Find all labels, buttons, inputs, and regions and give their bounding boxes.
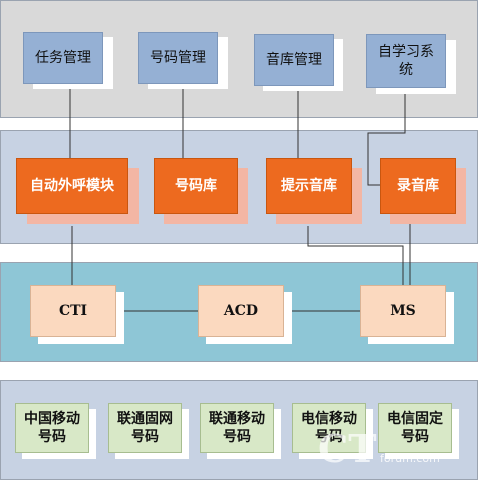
watermark-logo: CT bbox=[318, 426, 377, 471]
unicom-fixed-number-label: 联通固网号码 bbox=[117, 411, 173, 445]
prompt-audio-library-box: 提示音库 bbox=[266, 158, 352, 214]
number-library-label: 号码库 bbox=[175, 178, 217, 194]
number-management-box: 号码管理 bbox=[138, 32, 218, 84]
connector-selflearn-to-record-lib bbox=[367, 90, 406, 186]
watermark-text: forum.com bbox=[380, 452, 440, 465]
acd-label: ACD bbox=[223, 303, 259, 319]
telecom-mobile-number-label: 电信移动号码 bbox=[301, 411, 357, 445]
recording-library-label: 录音库 bbox=[397, 178, 439, 194]
self-learning-label: 自学习系统 bbox=[378, 44, 434, 78]
ms-label: MS bbox=[390, 303, 416, 319]
number-library-box: 号码库 bbox=[154, 158, 238, 214]
china-mobile-number-box: 中国移动号码 bbox=[15, 403, 89, 453]
self-learning-box: 自学习系统 bbox=[366, 34, 446, 88]
auto-dial-module-box: 自动外呼模块 bbox=[16, 158, 128, 214]
telecom-fixed-number-box: 电信固定号码 bbox=[378, 403, 452, 453]
audio-management-box: 音库管理 bbox=[254, 34, 334, 86]
task-management-box: 任务管理 bbox=[23, 32, 103, 84]
ms-box: MS bbox=[360, 285, 446, 337]
cti-label: CTI bbox=[58, 303, 88, 319]
watermark: CT forum.com bbox=[318, 426, 478, 476]
telecom-fixed-number-label: 电信固定号码 bbox=[387, 411, 443, 445]
telecom-mobile-number-box: 电信移动号码 bbox=[292, 403, 366, 453]
connector-prompt-lib-to-ms bbox=[307, 226, 404, 286]
audio-management-label: 音库管理 bbox=[266, 52, 322, 68]
auto-dial-module-label: 自动外呼模块 bbox=[30, 178, 114, 194]
unicom-fixed-number-box: 联通固网号码 bbox=[108, 403, 182, 453]
cti-box: CTI bbox=[30, 285, 116, 337]
prompt-audio-library-label: 提示音库 bbox=[281, 178, 337, 194]
china-mobile-number-label: 中国移动号码 bbox=[24, 411, 80, 445]
task-management-label: 任务管理 bbox=[35, 50, 91, 66]
recording-library-box: 录音库 bbox=[380, 158, 456, 214]
acd-box: ACD bbox=[198, 285, 284, 337]
number-management-label: 号码管理 bbox=[150, 50, 206, 66]
unicom-mobile-number-box: 联通移动号码 bbox=[200, 403, 274, 453]
unicom-mobile-number-label: 联通移动号码 bbox=[209, 411, 265, 445]
